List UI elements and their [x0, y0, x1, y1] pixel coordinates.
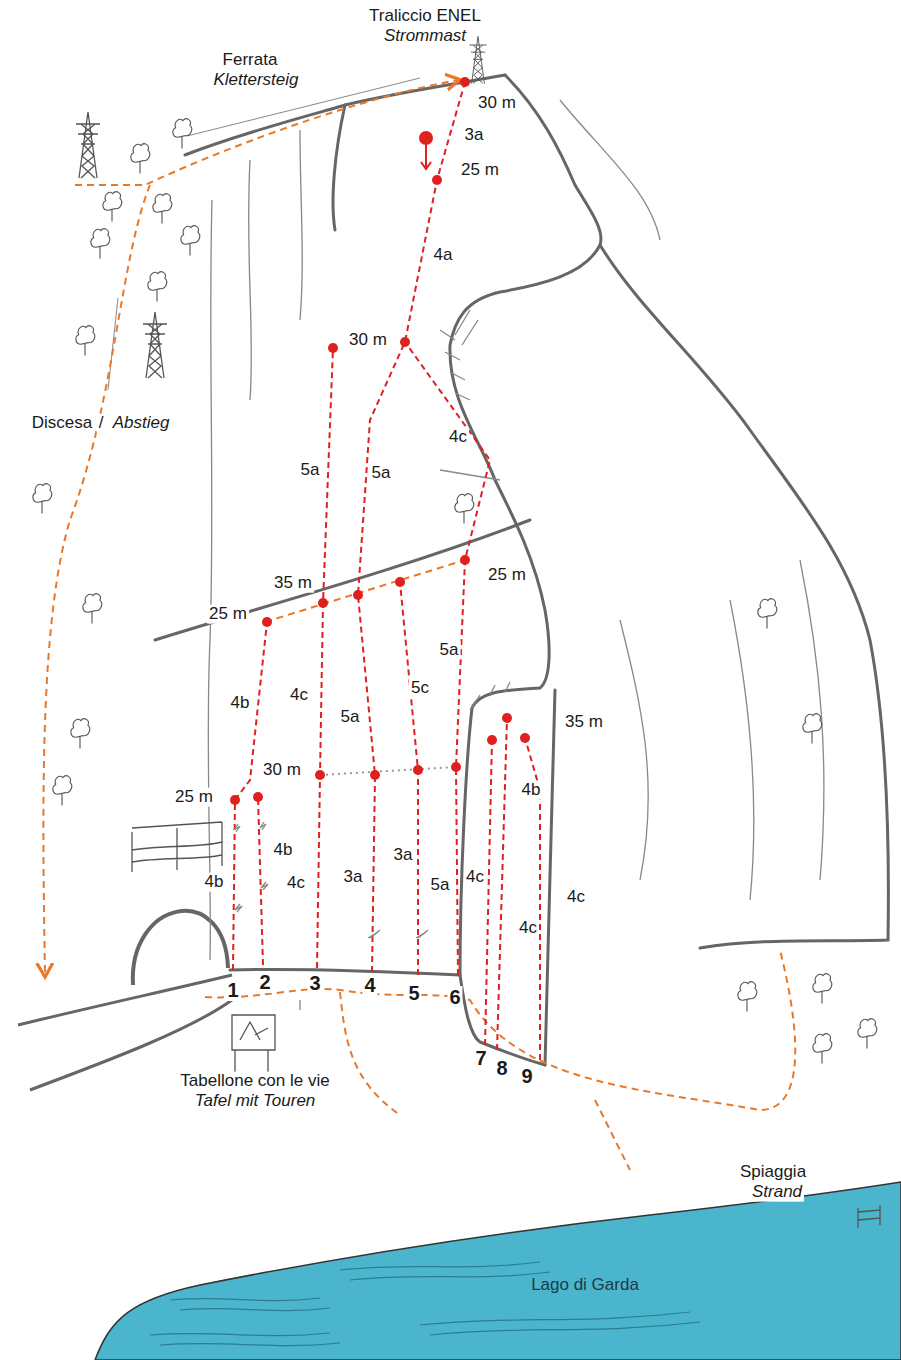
grade-label: 4b	[272, 841, 295, 860]
grade-label: 4c	[464, 868, 486, 887]
pitch-length: 30 m	[476, 94, 518, 113]
grade-label: 4c	[288, 686, 310, 705]
place-label: Ferrata	[223, 51, 278, 70]
grade-label: 4c	[447, 428, 469, 447]
grade-label: 4c	[517, 919, 539, 938]
grade-label: 4b	[203, 873, 226, 892]
route-number: 1	[225, 979, 240, 1001]
pitch-length: 25 m	[173, 788, 215, 807]
pitch-length: 30 m	[347, 331, 389, 350]
route-number: 6	[447, 986, 462, 1008]
pitch-length: 25 m	[459, 161, 501, 180]
pitch-length: 30 m	[261, 761, 303, 780]
grade-label: 4c	[565, 888, 587, 907]
place-label: Abstieg	[111, 414, 172, 433]
place-label: Tabellone con le vie	[178, 1072, 331, 1091]
place-label: Tafel mit Touren	[193, 1092, 318, 1111]
route-number: 4	[362, 974, 377, 996]
route-number: 5	[406, 982, 421, 1004]
place-label: Traliccio ENEL	[369, 7, 481, 26]
grade-label: 4b	[229, 694, 252, 713]
grade-label: 5a	[370, 464, 393, 483]
place-label: /	[97, 414, 106, 433]
grade-label: 3a	[392, 846, 415, 865]
place-label: Strand	[750, 1183, 804, 1202]
pitch-length: 25 m	[207, 605, 249, 624]
route-number: 7	[473, 1047, 488, 1069]
route-number: 3	[307, 972, 322, 994]
place-label: Strommast	[384, 27, 466, 46]
route-number: 2	[257, 971, 272, 993]
place-label: Spiaggia	[738, 1163, 808, 1182]
grade-label: 3a	[342, 868, 365, 887]
grade-label: 5a	[438, 641, 461, 660]
grade-label: 4c	[285, 874, 307, 893]
place-label: Klettersteig	[213, 71, 298, 90]
grade-label: 5c	[409, 679, 431, 698]
pitch-length: 25 m	[486, 566, 528, 585]
lake-label: Lago di Garda	[531, 1276, 639, 1295]
grade-label: 5a	[429, 876, 452, 895]
grade-label: 5a	[339, 708, 362, 727]
pitch-length: 35 m	[563, 713, 605, 732]
place-label: Discesa	[30, 414, 94, 433]
route-number: 9	[519, 1065, 534, 1087]
route-number: 8	[494, 1057, 509, 1079]
grade-label: 4a	[432, 246, 455, 265]
grade-label: 3a	[463, 126, 486, 145]
grade-label: 4b	[520, 781, 543, 800]
grade-label: 5a	[299, 461, 322, 480]
pitch-length: 35 m	[272, 574, 314, 593]
